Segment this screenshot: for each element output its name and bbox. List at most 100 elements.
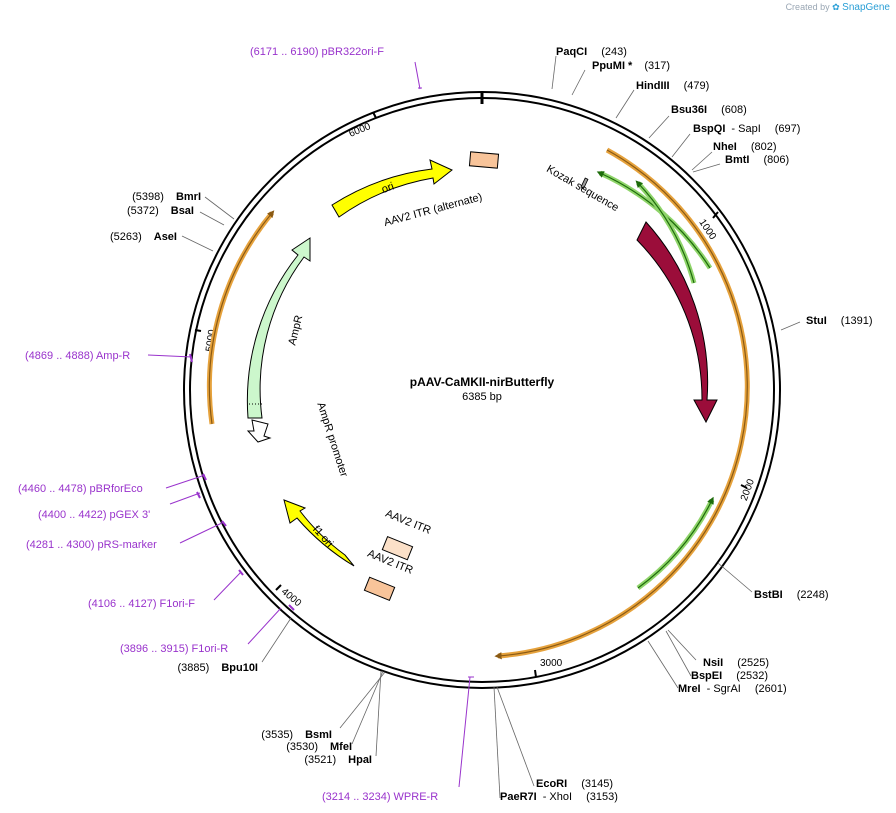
snapgene-logo-icon: ✿ [832,2,840,12]
primer-label-wpre-r: (3214 .. 3234) WPRE-R [322,791,438,803]
aav2-itr-alternate-label: AAV2 ITR (alternate) [383,191,484,229]
enzyme-pos: (317) [644,60,670,72]
primer-label-f1ori-r: (3896 .. 3915) F1ori-R [120,643,228,655]
irfp720-feature [636,221,718,424]
enzyme-pos: - SapI [731,123,760,135]
enzyme-bmri: (5398)BmrI [132,191,201,203]
tick-mark [712,211,719,219]
primer-label-pbr322ori-f: (6171 .. 6190) pBR322ori-F [250,46,384,58]
enzyme-name: HindIII [636,80,670,92]
enzyme-ecori: EcoRI(3145) [536,778,613,790]
watermark-brand: SnapGene [842,2,890,13]
green-arc-lower [636,498,715,591]
enzyme-asei: (5263)AseI [110,231,177,243]
primer-mark [221,520,227,527]
tick-mark [740,484,748,489]
enzyme-mfei: (3530) MfeI [286,741,352,753]
enzyme-name: BstBI [754,589,783,601]
enzyme-name: BsaI [171,205,194,217]
watermark-created-by: Created by [785,2,830,12]
enzyme-paer7i-xhoi: PaeR7I- XhoI(3153) [500,791,618,803]
primer-mark [288,604,295,611]
ori-label: ori [380,180,396,195]
enzyme-ppumi: PpuMI * (317) [592,60,670,72]
plasmid-size: 6385 bp [462,391,502,403]
primer-label-pgex-3: (4400 .. 4422) pGEX 3' [38,509,150,521]
enzyme-pos: (2248) [797,589,829,601]
backbone-outer [183,91,781,689]
green-arc-inner-core [635,180,695,284]
backbone-inner [189,97,775,683]
enzyme-pos: (479) [684,80,710,92]
primer-label-prs-marker: (4281 .. 4300) pRS-marker [26,539,157,551]
primer-mark [196,491,201,499]
aav2-itr-label-top: AAV2 ITR [384,508,433,537]
enzyme-name: MfeI [330,741,352,753]
enzyme-hindiii: HindIII (479) [636,80,709,92]
enzyme-pos: (2532) [736,670,768,682]
kozak-label: Kozak sequence [544,163,620,214]
enzyme-pos2: (697) [775,123,801,135]
enzyme-pos: (3530) [286,741,318,753]
kozak-feature [580,177,589,189]
enzyme-name: HpaI [348,754,372,766]
plasmid-name: pAAV-CaMKII-nirButterfly [410,375,555,389]
ampr-promoter-feature [246,419,272,443]
enzyme-name: BsmI [305,729,332,741]
enzyme-paqci: PaqCI (243) [556,46,627,58]
enzyme-bsmi: (3535)BsmI [261,729,332,741]
tick-mark [275,584,282,591]
enzyme-name: Bsu36I [671,104,707,116]
enzyme-name: BmrI [176,191,201,203]
enzyme-name: EcoRI [536,778,567,790]
enzyme-pos: - SgrAI [707,683,741,695]
enzyme-pos: (243) [601,46,627,58]
enzyme-pos: (5372) [127,205,159,217]
orange-arc-left-core [208,210,275,425]
aav2-itr-alternate-box [468,151,500,169]
ori-feature [331,159,453,218]
primer-mark [202,473,207,481]
primer-label-amp-r: (4869 .. 4888) Amp-R [25,350,130,362]
enzyme-bspqi-sapi: BspQI - SapI (697) [693,123,800,135]
enzyme-bsai: (5372) BsaI [127,205,194,217]
enzyme-pos: (5263) [110,231,142,243]
enzyme-pos: - XhoI [543,791,572,803]
primer-label-f1ori-f: (4106 .. 4127) F1ori-F [88,598,195,610]
enzyme-name: PaqCI [556,46,587,58]
primer-mark [189,353,193,363]
tick-label: 2000 [739,477,757,502]
enzyme-pos: (2525) [737,657,769,669]
ampr-label: AmpR [286,314,305,347]
orange-arc-right-core [494,149,748,660]
enzyme-hpai: (3521)HpaI [304,754,372,766]
aav2-itr-box-bottom [363,576,396,602]
snapgene-watermark: Created by ✿ SnapGene [786,2,890,13]
enzyme-name: NheI [713,141,737,153]
enzyme-bsu36i: Bsu36I(608) [671,104,747,116]
enzyme-bstbi: BstBI (2248) [754,589,829,601]
primer-leaders [147,61,474,788]
irfp720-label: IRFP720 [706,288,731,333]
enzyme-name: Bpu10I [221,662,258,674]
green-arc-lower-core [637,496,714,589]
primer-mark [238,569,244,576]
enzyme-bspei: BspEI (2532) [691,670,768,682]
enzyme-mrei-sgrai: MreI - SgrAI (2601) [678,683,787,695]
aav2-itr-box-top [381,535,414,561]
enzyme-bmti: BmtI(806) [725,154,789,166]
enzyme-name: StuI [806,315,827,327]
enzyme-name: MreI [678,683,701,695]
enzyme-name: BspQI [693,123,725,135]
enzyme-name: NsiI [703,657,723,669]
enzyme-name: PaeR7I [500,791,537,803]
enzyme-name: BspEI [691,670,722,682]
enzyme-pos2: (2601) [755,683,787,695]
enzyme-name: BmtI [725,154,749,166]
ampr-promoter-label: AmpR promoter [314,401,350,479]
enzyme-pos: (1391) [841,315,873,327]
enzyme-pos: (3885) [178,662,210,674]
tick-mark [194,329,202,332]
enzyme-name: PpuMI * [592,60,633,72]
